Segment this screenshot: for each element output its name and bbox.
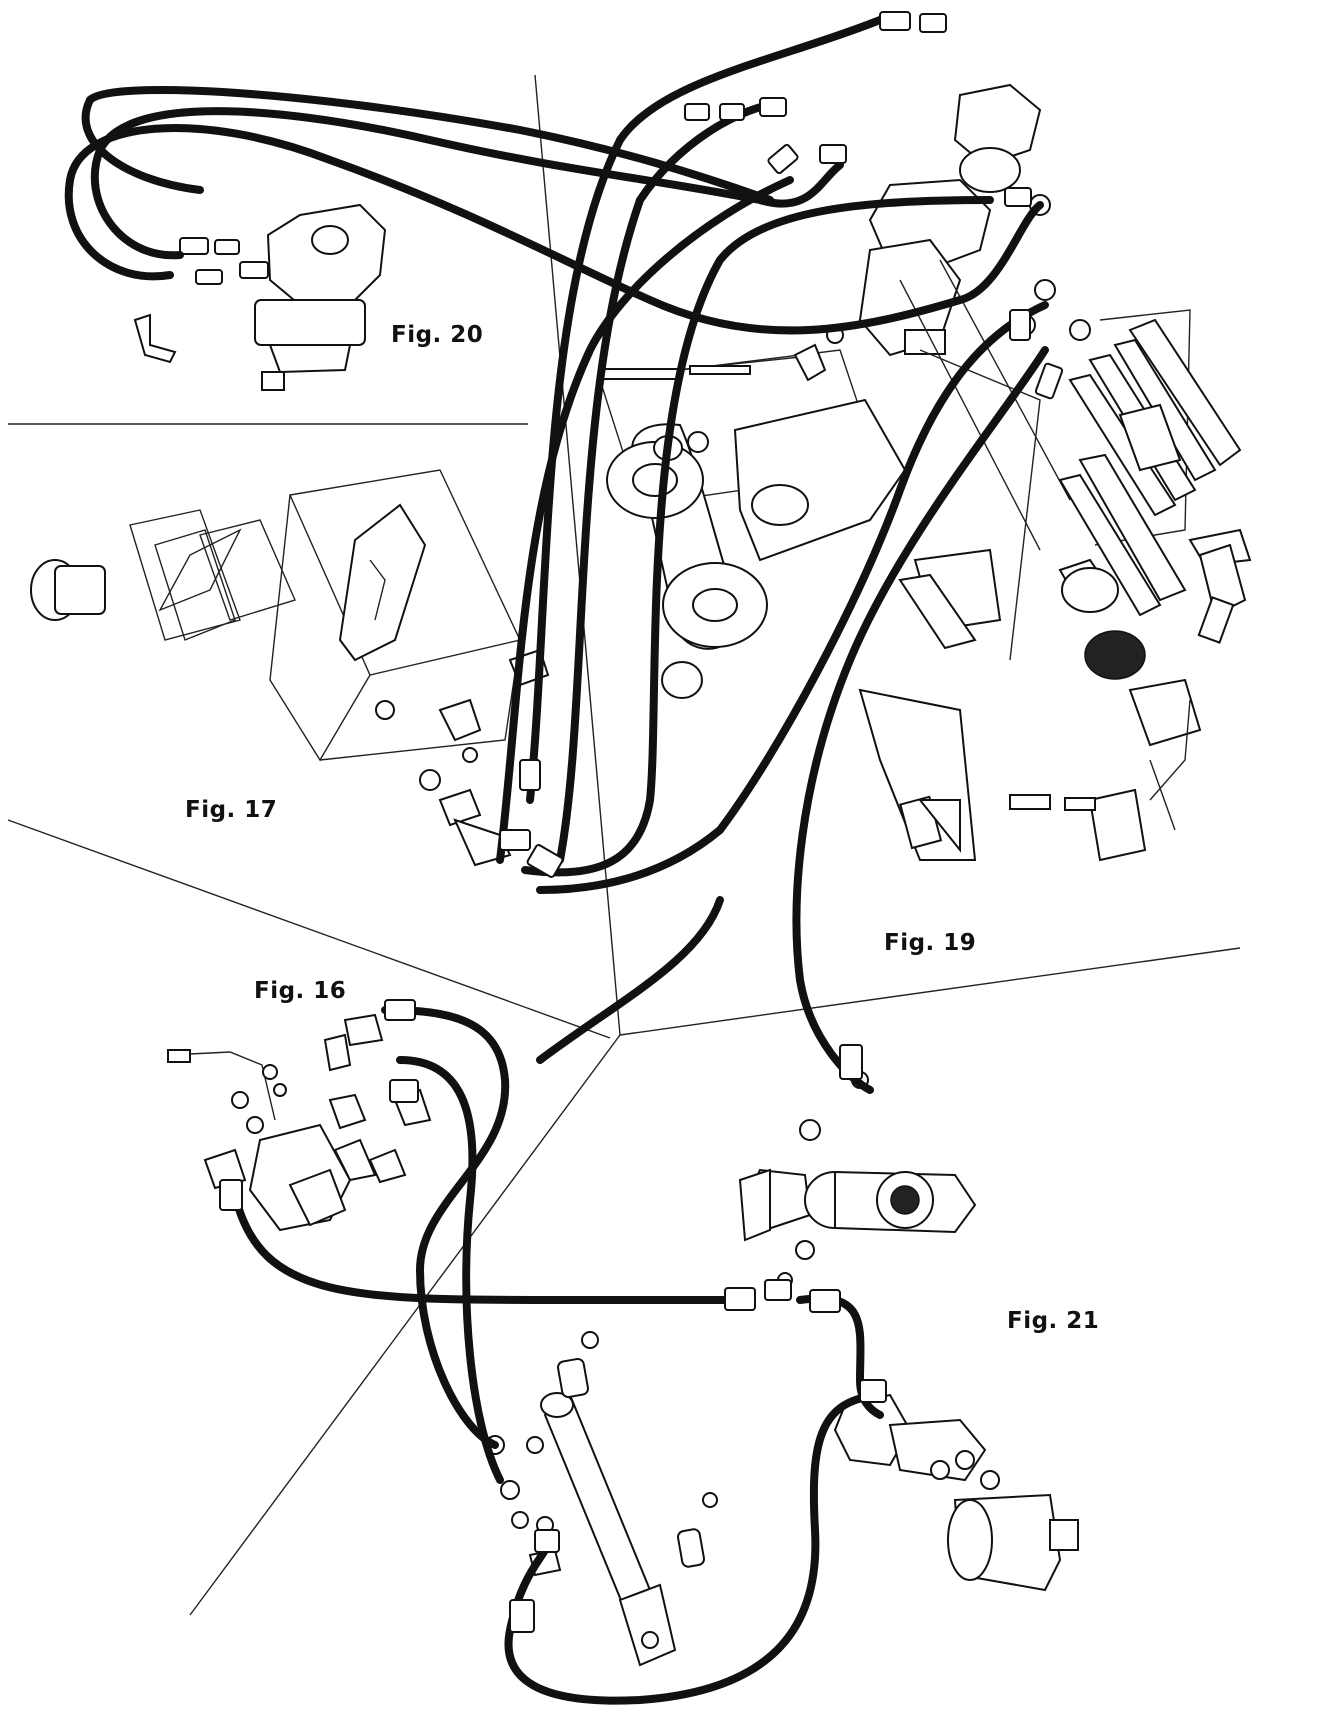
figure-label-fig17: Fig. 17 <box>185 797 278 823</box>
figure-label-fig20: Fig. 20 <box>391 322 484 348</box>
bracket-rack-right <box>858 309 1252 862</box>
figure-label-fig21: Fig. 21 <box>1007 1308 1100 1334</box>
housing-box-fig17 <box>30 469 550 867</box>
hydraulic-cylinder <box>485 1331 718 1667</box>
divider-lines <box>7 74 1241 1616</box>
motor-assembly-fig20 <box>133 203 387 391</box>
hose-fittings <box>219 11 1064 1633</box>
pulley-bracket-assembly <box>599 326 907 699</box>
filter-pump-fig21 <box>738 1071 1079 1592</box>
figure-label-fig19: Fig. 19 <box>884 930 977 956</box>
control-valve-fig16 <box>167 1013 432 1232</box>
figure-label-fig16: Fig. 16 <box>254 978 347 1004</box>
hydraulic-hoses <box>64 16 1049 1705</box>
